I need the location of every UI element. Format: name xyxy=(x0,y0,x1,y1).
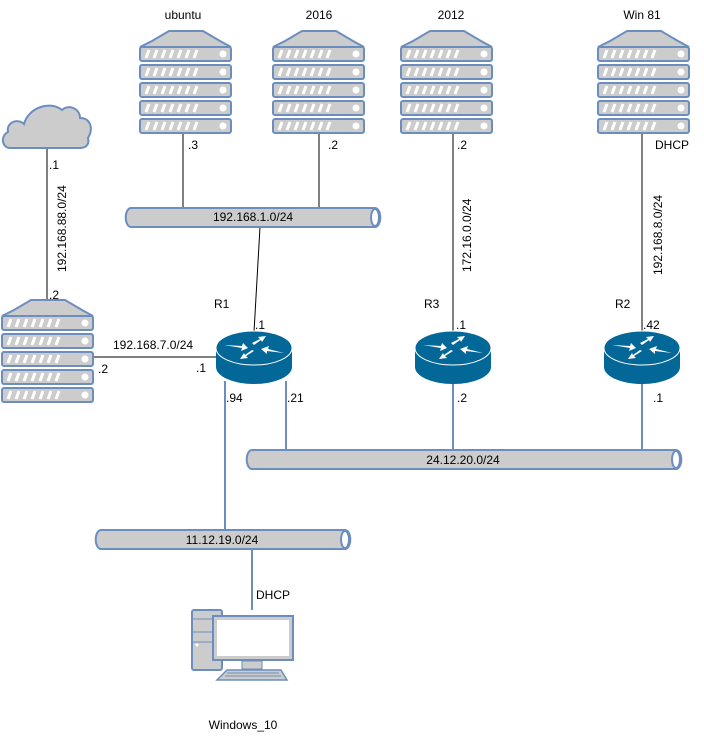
blue-links xyxy=(224,381,643,610)
ip-workstation: DHCP xyxy=(256,588,291,602)
network-label-192-168-7: 192.168.7.0/24 xyxy=(113,338,194,352)
cloud-icon[interactable] xyxy=(2,104,92,149)
ip-r1-left: .1 xyxy=(196,361,207,375)
router-label-r3: R3 xyxy=(424,297,440,311)
server-icon[interactable] xyxy=(2,300,93,402)
pipe-192-168-1 xyxy=(124,207,382,228)
network-label-172-16: 172.16.0.0/24 xyxy=(460,198,474,272)
link-n1-r1 xyxy=(253,226,261,333)
ip-cloud: .1 xyxy=(49,158,60,172)
ip-fw-top: .2 xyxy=(49,288,60,302)
server-icon[interactable] xyxy=(401,31,492,133)
server-icon[interactable] xyxy=(140,31,231,133)
ip-r2-top: .42 xyxy=(643,318,660,332)
server-label-2016: 2016 xyxy=(305,8,333,22)
server-label-2012: 2012 xyxy=(437,8,465,22)
pipe-24-12-20 xyxy=(245,449,683,470)
ip-r1-bottom-right: .21 xyxy=(287,391,304,405)
ip-win81: DHCP xyxy=(655,138,690,152)
network-label-192-168-88: 192.168.88.0/24 xyxy=(55,185,69,272)
links xyxy=(46,130,643,358)
network-label-192-168-8: 192.168.8.0/24 xyxy=(651,194,665,275)
ip-r3-top: .1 xyxy=(456,318,467,332)
ip-2016: .2 xyxy=(328,138,339,152)
ip-r3-bottom: .2 xyxy=(457,391,468,405)
router-icon[interactable] xyxy=(215,330,293,385)
router-label-r2: R2 xyxy=(615,297,631,311)
network-label-192-168-1: 192.168.1.0/24 xyxy=(212,210,294,224)
ip-ubuntu: .3 xyxy=(188,138,199,152)
ip-2012: .2 xyxy=(457,138,468,152)
server-icon[interactable] xyxy=(598,31,689,133)
desktop-pc-icon[interactable] xyxy=(191,609,294,681)
pipe-11-12-19 xyxy=(94,529,352,550)
router-icon[interactable] xyxy=(603,330,681,385)
network-label-11-12-19: 11.12.19.0/24 xyxy=(185,533,259,547)
server-icon[interactable] xyxy=(273,31,364,133)
ip-r1-bottom-left: .94 xyxy=(226,391,243,405)
server-label-ubuntu: ubuntu xyxy=(164,8,202,22)
ip-fw-side: .2 xyxy=(98,362,109,376)
ip-r2-bottom: .1 xyxy=(653,391,664,405)
ip-r1-top: .1 xyxy=(255,318,266,332)
network-label-24-12-20: 24.12.20.0/24 xyxy=(426,453,500,467)
server-label-win81: Win 81 xyxy=(623,8,661,22)
workstation-label: Windows_10 xyxy=(208,718,278,732)
router-label-r1: R1 xyxy=(214,297,230,311)
router-icon[interactable] xyxy=(414,330,492,385)
